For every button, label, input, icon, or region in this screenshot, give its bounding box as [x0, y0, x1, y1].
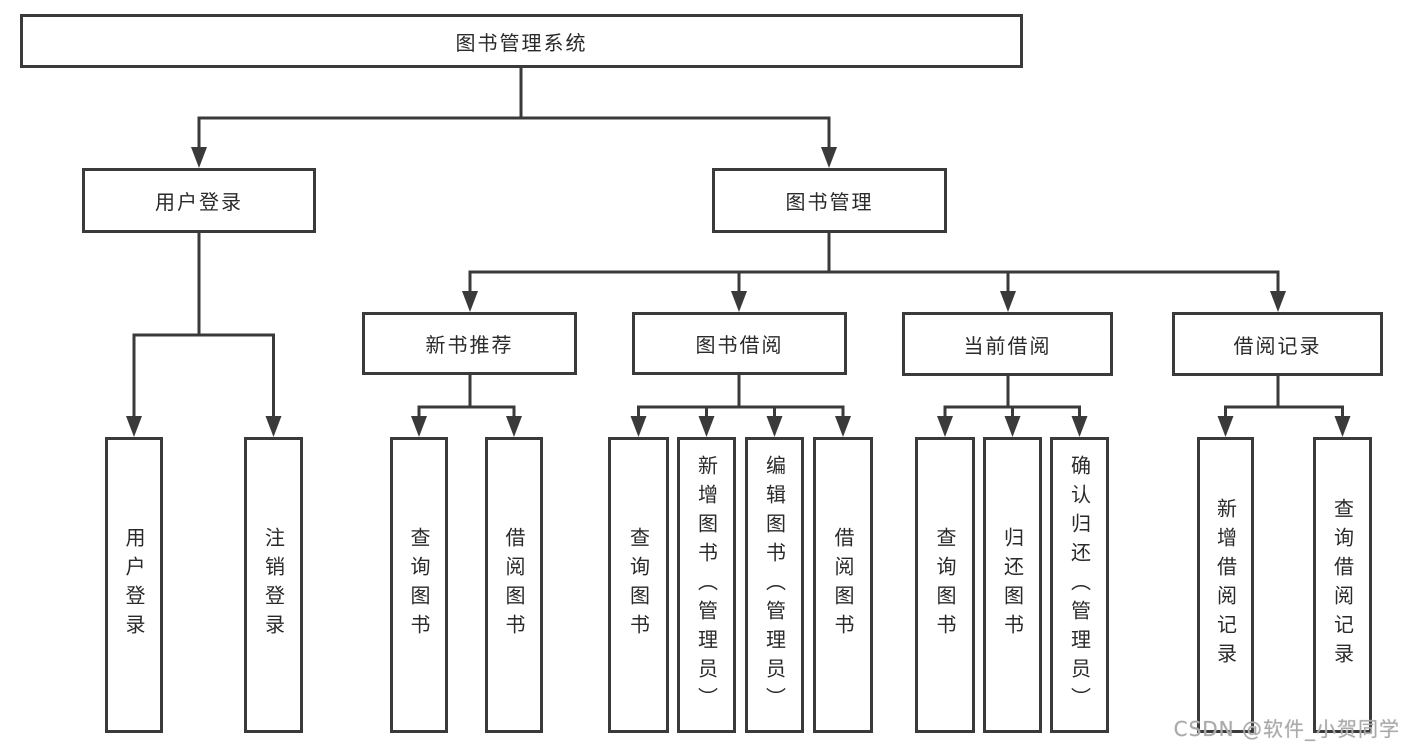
- node-borrowing-records: 借阅记录: [1172, 312, 1383, 376]
- node-new-book-recommendation: 新书推荐: [362, 312, 577, 375]
- leaf-query-books-borrow: 查询图书: [608, 437, 669, 733]
- leaf-query-borrow-record: 查询借阅记录: [1313, 437, 1372, 733]
- leaf-user-login: 用户登录: [105, 437, 163, 733]
- leaf-edit-books-admin: 编辑图书（管理员）: [745, 437, 804, 733]
- leaf-logout: 注销登录: [244, 437, 303, 733]
- leaf-query-books-current: 查询图书: [915, 437, 975, 733]
- watermark: CSDN @软件_小贺同学: [1173, 717, 1400, 741]
- leaf-borrow-books: 借阅图书: [813, 437, 873, 733]
- node-user-login: 用户登录: [82, 168, 316, 233]
- leaf-borrow-books-recommend: 借阅图书: [485, 437, 543, 733]
- leaf-return-books: 归还图书: [983, 437, 1042, 733]
- leaf-add-books-admin: 新增图书（管理员）: [677, 437, 736, 733]
- node-current-borrowing: 当前借阅: [902, 312, 1113, 376]
- node-book-borrowing: 图书借阅: [632, 312, 847, 375]
- leaf-add-borrow-record: 新增借阅记录: [1197, 437, 1254, 733]
- leaf-query-books-recommend: 查询图书: [390, 437, 448, 733]
- leaf-confirm-return-admin: 确认归还（管理员）: [1050, 437, 1109, 733]
- node-book-management: 图书管理: [712, 168, 947, 233]
- node-root-library-system: 图书管理系统: [20, 14, 1023, 68]
